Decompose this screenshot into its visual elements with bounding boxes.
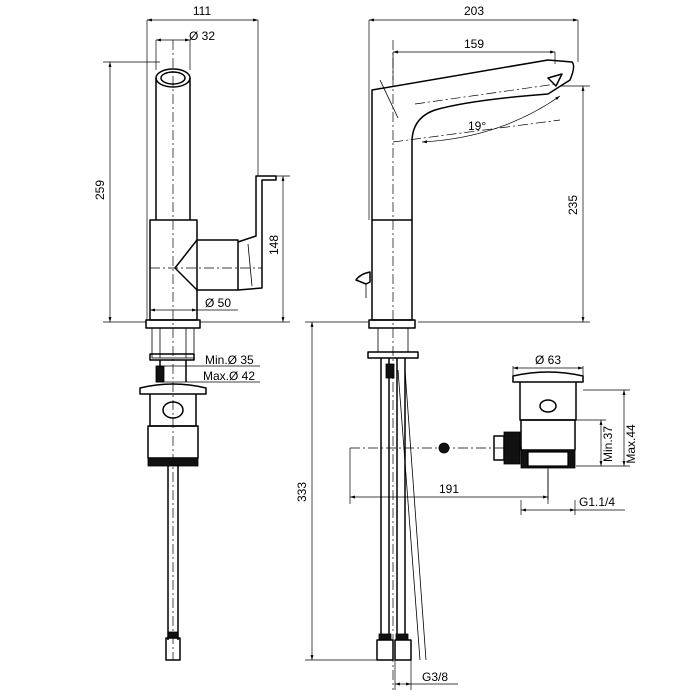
label-min35: Min.Ø 35: [205, 353, 254, 367]
dim-side-width: 111: [146, 4, 259, 320]
label-d63: Ø 63: [535, 353, 561, 367]
label-111: 111: [193, 4, 212, 18]
label-max42: Max.Ø 42: [203, 369, 255, 383]
dim-hose-thread: G3/8: [394, 660, 458, 690]
label-259: 259: [93, 180, 107, 200]
label-min37: Min.37: [601, 426, 615, 462]
label-g114: G1.1/4: [579, 495, 615, 509]
dim-front-width: 203: [368, 4, 579, 220]
dim-rod-length: 191: [349, 448, 549, 504]
front-mount: [367, 327, 427, 661]
label-max44: Max.44: [624, 424, 638, 464]
dim-spout-height: 235: [418, 85, 590, 323]
label-d32: Ø 32: [189, 29, 215, 43]
label-203: 203: [464, 4, 484, 18]
dim-body-diameter: Ø 50: [149, 296, 238, 318]
label-191: 191: [439, 482, 459, 496]
side-waste: [139, 383, 207, 661]
dim-hole-diameter: Min.Ø 35 Max.Ø 42: [156, 353, 260, 383]
side-view: 111 Ø 32 259 148 Ø 50: [93, 4, 290, 661]
front-view: 203 159 19° 235 333: [295, 4, 638, 690]
label-d50: Ø 50: [205, 296, 231, 310]
front-spout: [371, 59, 575, 220]
side-mount: [145, 319, 201, 383]
handle-lever: [237, 175, 277, 291]
spout-head: [155, 68, 191, 95]
front-waste: [512, 371, 584, 500]
label-333: 333: [295, 482, 309, 502]
dim-waste-diameter: Ø 63: [512, 353, 584, 376]
dim-spout-reach: 159: [392, 37, 556, 80]
label-19deg: 19°: [468, 119, 486, 133]
popup-rod: [350, 431, 525, 465]
front-body: [355, 219, 416, 329]
dim-hose-length: 333: [295, 321, 377, 661]
dim-spout-diameter: Ø 32: [155, 29, 215, 70]
dim-handle-height: 148: [200, 175, 290, 323]
dim-spout-angle: 19°: [421, 95, 561, 144]
label-159: 159: [464, 37, 484, 51]
dim-waste-thread: G1.1/4: [520, 495, 625, 515]
label-g38: G3/8: [422, 670, 448, 684]
dim-waste-depth: Min.37 Max.44: [576, 389, 638, 467]
label-235: 235: [566, 195, 580, 215]
label-148: 148: [267, 235, 281, 255]
dim-side-height: 259: [93, 61, 160, 323]
